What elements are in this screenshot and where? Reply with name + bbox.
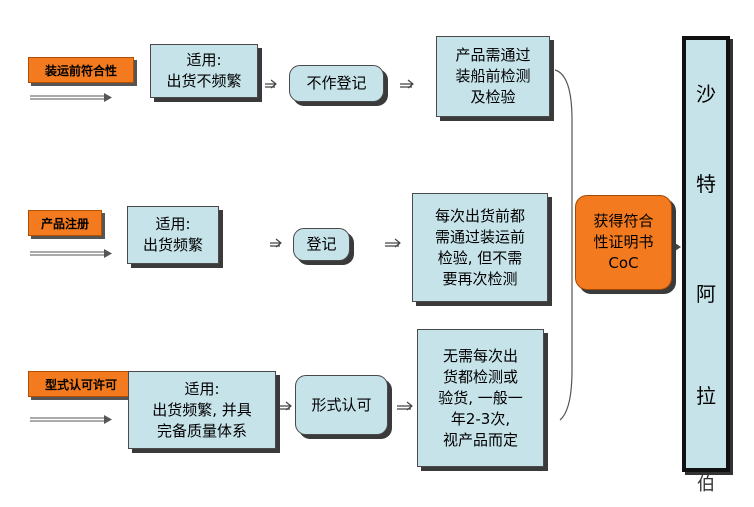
action-box-type-approval: 形式认可 bbox=[295, 375, 388, 435]
result-box-3: 无需每次出 货都检测或 验货, 一般一 年2-3次, 视产品而定 bbox=[417, 329, 544, 467]
country-char-2: 特 bbox=[696, 172, 716, 196]
tag-pre-shipment: 装运前符合性 bbox=[28, 57, 134, 83]
country-char-4: 拉 bbox=[696, 384, 716, 408]
apply-box-1: 适用: 出货不频繁 bbox=[150, 44, 258, 98]
tag-product-registration: 产品注册 bbox=[28, 210, 102, 236]
apply-box-2: 适用: 出货频繁 bbox=[127, 206, 219, 264]
result-box-2: 每次出货前都 需通过装运前 检验, 但不需 要再次检测 bbox=[412, 193, 548, 302]
apply-box-3: 适用: 出货频繁, 并具 完备质量体系 bbox=[128, 371, 276, 449]
coc-outcome-box: 获得符合 性证明书 CoC bbox=[575, 195, 672, 290]
country-box: 沙 特 阿 拉 bbox=[682, 36, 730, 472]
result-box-1: 产品需通过 装船前检测 及检验 bbox=[436, 36, 550, 117]
country-char-1: 沙 bbox=[696, 82, 716, 106]
action-box-no-register: 不作登记 bbox=[289, 65, 384, 102]
country-char-3: 阿 bbox=[696, 282, 716, 306]
tag-type-approval: 型式认可许可 bbox=[28, 371, 134, 397]
action-box-register: 登记 bbox=[293, 228, 350, 261]
cropped-glyph: 伯 bbox=[697, 474, 715, 495]
